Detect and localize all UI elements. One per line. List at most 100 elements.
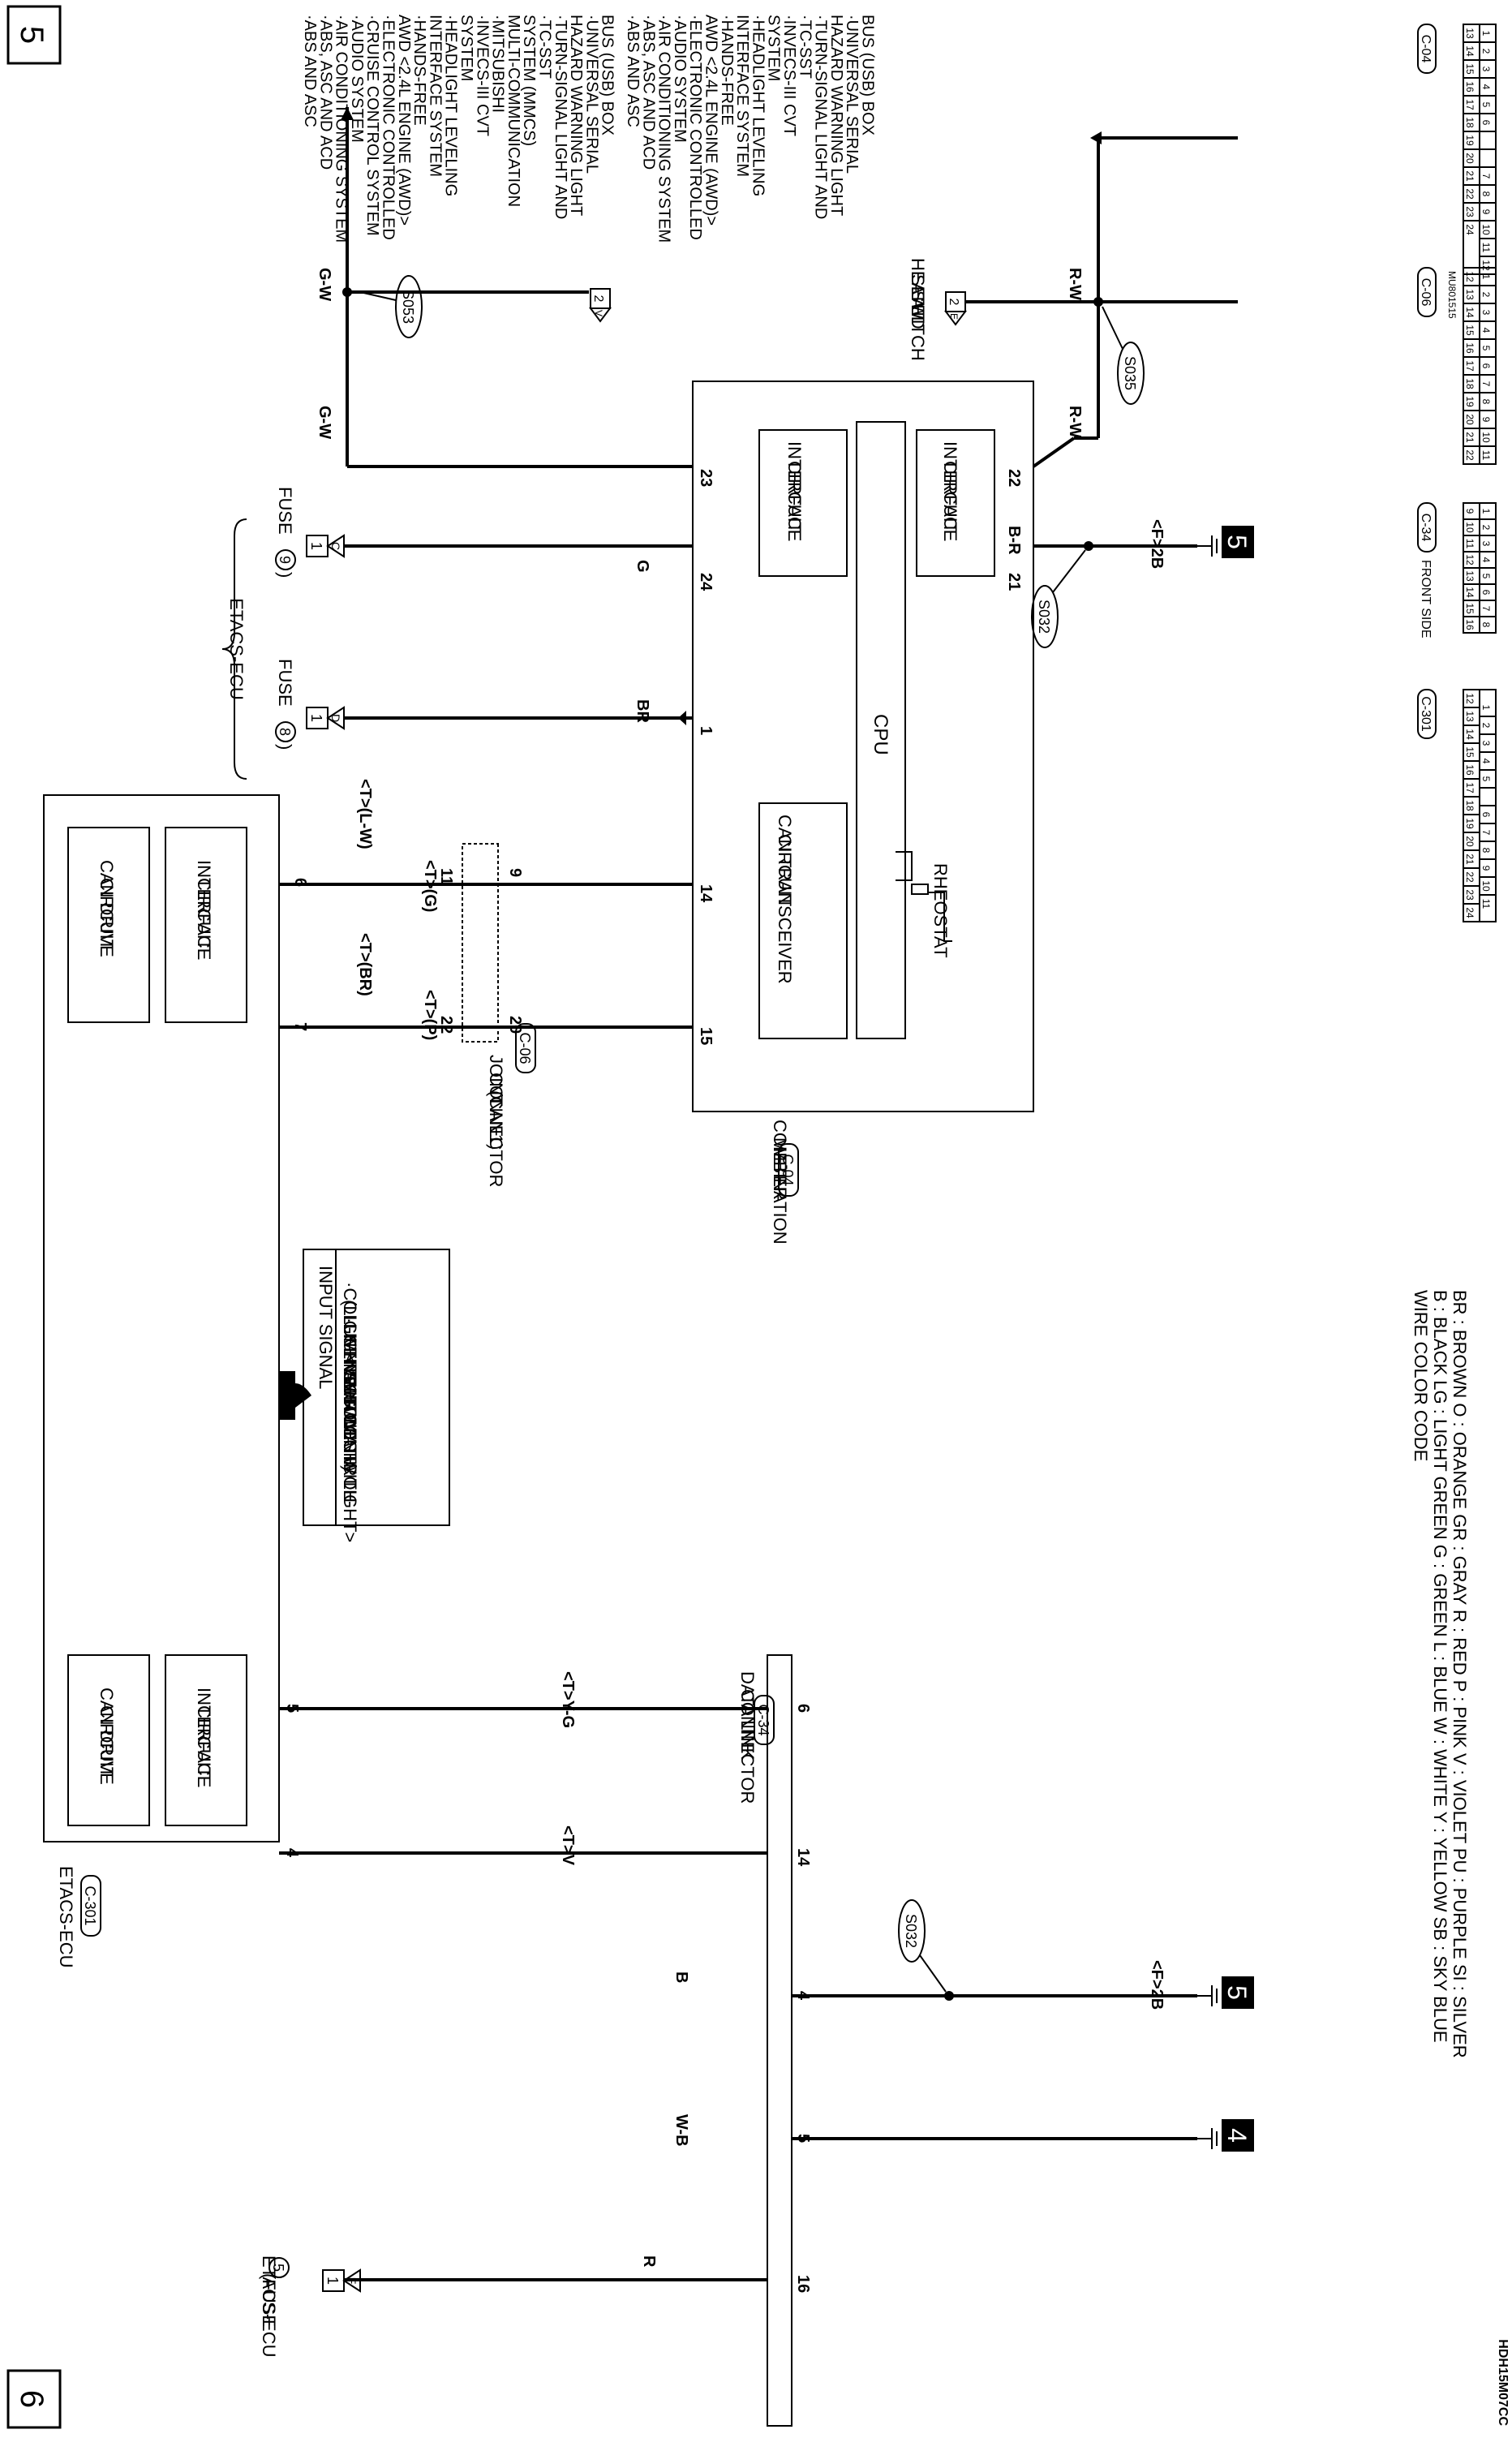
connector-pin: 24 <box>1464 907 1475 918</box>
svg-text:E: E <box>948 313 960 320</box>
fuse8-label: FUSE <box>275 659 295 707</box>
ground-5-bottom: 5 <box>1197 1976 1254 2009</box>
connector-pin: 2 <box>1480 525 1492 531</box>
system-list-item: BUS (USB) BOX <box>859 15 877 135</box>
connector-pin: 1 <box>1480 705 1492 711</box>
svg-text:·LIGHTING CONTROL: ·LIGHTING CONTROL <box>340 1318 360 1500</box>
svg-text:5: 5 <box>794 2134 812 2143</box>
ground-label-1: <F>2B <box>1148 519 1166 569</box>
connector-pin: 5 <box>1480 574 1492 579</box>
system-list-item: ·ABS AND ASC <box>301 15 319 127</box>
gw-wire-group: G-W G-W S053 2 V ·ABS AND ASC·ABS, ASC A… <box>301 15 616 467</box>
connector-pin: 4 <box>1480 84 1492 90</box>
connector-pin: 1 <box>1480 509 1492 514</box>
connector-pin: 8 <box>1480 191 1492 197</box>
svg-text:4: 4 <box>794 1991 812 2001</box>
connector-pin: 19 <box>1464 818 1475 829</box>
connector-pin: 2 <box>1480 723 1492 729</box>
fuse8-number: 8 <box>277 728 293 736</box>
fuse9-connector: 1 C <box>306 534 345 558</box>
system-list-item: ·HEADLIGHT LEVELING <box>749 15 767 196</box>
connector-pin: 6 <box>1480 363 1492 369</box>
svg-text:5: 5 <box>1222 1985 1252 2000</box>
connector-pin: 15 <box>1464 603 1475 614</box>
connector-pin: 10 <box>1480 224 1492 235</box>
connector-pin: 14 <box>1464 307 1475 318</box>
cpu-label: CPU <box>870 714 891 755</box>
connector-pin: 13 <box>1464 570 1475 582</box>
svg-text:CAN DRIVE: CAN DRIVE <box>97 860 117 957</box>
connector-pin: 11 <box>1480 243 1492 253</box>
svg-text:(FUSE: (FUSE <box>259 2273 279 2327</box>
splice-s032-top: S032 <box>1031 549 1086 648</box>
svg-text:1: 1 <box>697 726 715 735</box>
connector-pin: 20 <box>1464 414 1475 425</box>
connector-pin: 4 <box>1480 557 1492 563</box>
connector-pin: 15 <box>1464 746 1475 758</box>
connector-pin: 5 <box>1480 102 1492 108</box>
meter-label-1: COMBINATION <box>770 1120 790 1245</box>
svg-text:S032: S032 <box>1036 600 1052 634</box>
system-list-item: ·INVECS-III CVT <box>780 15 798 136</box>
connector-pin: 8 <box>1480 622 1492 628</box>
svg-text:INTERFACE: INTERFACE <box>784 441 805 541</box>
svg-text:C-04: C-04 <box>780 1154 796 1185</box>
connector-pin: 13 <box>1464 289 1475 300</box>
can-bus-meter: <T>(G) <T>(P) 9 20 11 22 JOINT CONNECTOR… <box>279 779 693 1187</box>
etacs-main-title: ETACS-ECU <box>56 1866 76 1968</box>
connector-pin: 23 <box>1464 206 1475 217</box>
system-list-item: ·HANDS-FREE <box>410 15 428 126</box>
connector-pin: 10 <box>1480 432 1492 443</box>
heated-seat-connector: 2 E <box>944 291 985 326</box>
connector-pin: 17 <box>1464 782 1475 793</box>
connector-pin: 16 <box>1464 619 1475 630</box>
page-marker-bottom: 6 <box>6 2369 62 2429</box>
connector-pin: 1 <box>1480 274 1492 280</box>
system-list-item: ·TURN-SIGNAL LIGHT AND <box>552 15 569 219</box>
svg-text:CIRCUIT: CIRCUIT <box>194 878 214 950</box>
connector-pin: 6 <box>1480 120 1492 126</box>
input-signal-box: INPUT SIGNAL ·COLUMN SWITCH (LIGHTING SW… <box>303 1249 450 1542</box>
etacs-top-title: ETACS-ECU <box>226 598 247 700</box>
system-list-item: SYSTEM <box>765 15 783 81</box>
connector-faces: C-04123456789101112131415161718192021222… <box>1417 24 1497 922</box>
connector-pin: 12 <box>1464 693 1475 704</box>
system-list-item: ·ABS AND ASC <box>624 15 642 127</box>
svg-text:CAN DRIVE: CAN DRIVE <box>97 1688 117 1785</box>
svg-text:2: 2 <box>591 295 605 303</box>
etacs-ecu-main: INTERFACE CIRCUIT CAN DRIVE CIRCUIT INTE… <box>43 794 311 1968</box>
connector-code: MU801515 <box>1446 271 1458 319</box>
joint-connector-label: C-06 <box>515 1023 536 1073</box>
system-list-item: BUS (USB) BOX <box>599 15 616 135</box>
joint-label-3: (CAN1) <box>486 1090 506 1150</box>
svg-text:CIRCUIT: CIRCUIT <box>97 1705 117 1778</box>
connector-pin: 9 <box>1480 209 1492 215</box>
splice-s032-bottom: S032 <box>898 1899 947 1993</box>
connector-pin: 3 <box>1480 310 1492 316</box>
connector-pin: 19 <box>1464 396 1475 407</box>
rw-wire-group: R-W R-W S035 2 E HEATED SEAT SWITCH ·ABS… <box>624 15 1238 438</box>
svg-text:S032: S032 <box>903 1914 919 1948</box>
svg-text:16: 16 <box>794 2275 812 2293</box>
svg-text:<T>(BR): <T>(BR) <box>356 933 374 996</box>
svg-text:23: 23 <box>697 469 715 487</box>
svg-text:CIRCUIT: CIRCUIT <box>775 834 795 906</box>
svg-text:·COLUMN SWITCH: ·COLUMN SWITCH <box>340 1282 360 1441</box>
svg-text:5: 5 <box>1222 535 1252 549</box>
svg-text:4: 4 <box>283 1848 301 1858</box>
connector-pin: 3 <box>1480 67 1492 72</box>
svg-text:D: D <box>329 714 342 722</box>
svg-text:1: 1 <box>308 542 324 550</box>
gw-system-list: ·ABS AND ASC·ABS, ASC AND ACD·AIR CONDIT… <box>301 15 616 243</box>
joint-label-2: CONNECTOR <box>486 1073 506 1187</box>
system-list-item: SYSTEM <box>457 15 475 81</box>
connector-pin: 10 <box>1464 522 1475 533</box>
gw-connector: 2 V <box>589 288 612 323</box>
system-list-item: ·ELECTRONIC CONTROLLED <box>686 15 704 240</box>
connector-pin: 15 <box>1464 325 1475 336</box>
page-marker-top: 5 <box>6 5 62 65</box>
system-list-item: ·CRUISE CONTROL SYSTEM <box>363 15 381 236</box>
etacs-main-connector-label: C-301 <box>80 1875 101 1937</box>
